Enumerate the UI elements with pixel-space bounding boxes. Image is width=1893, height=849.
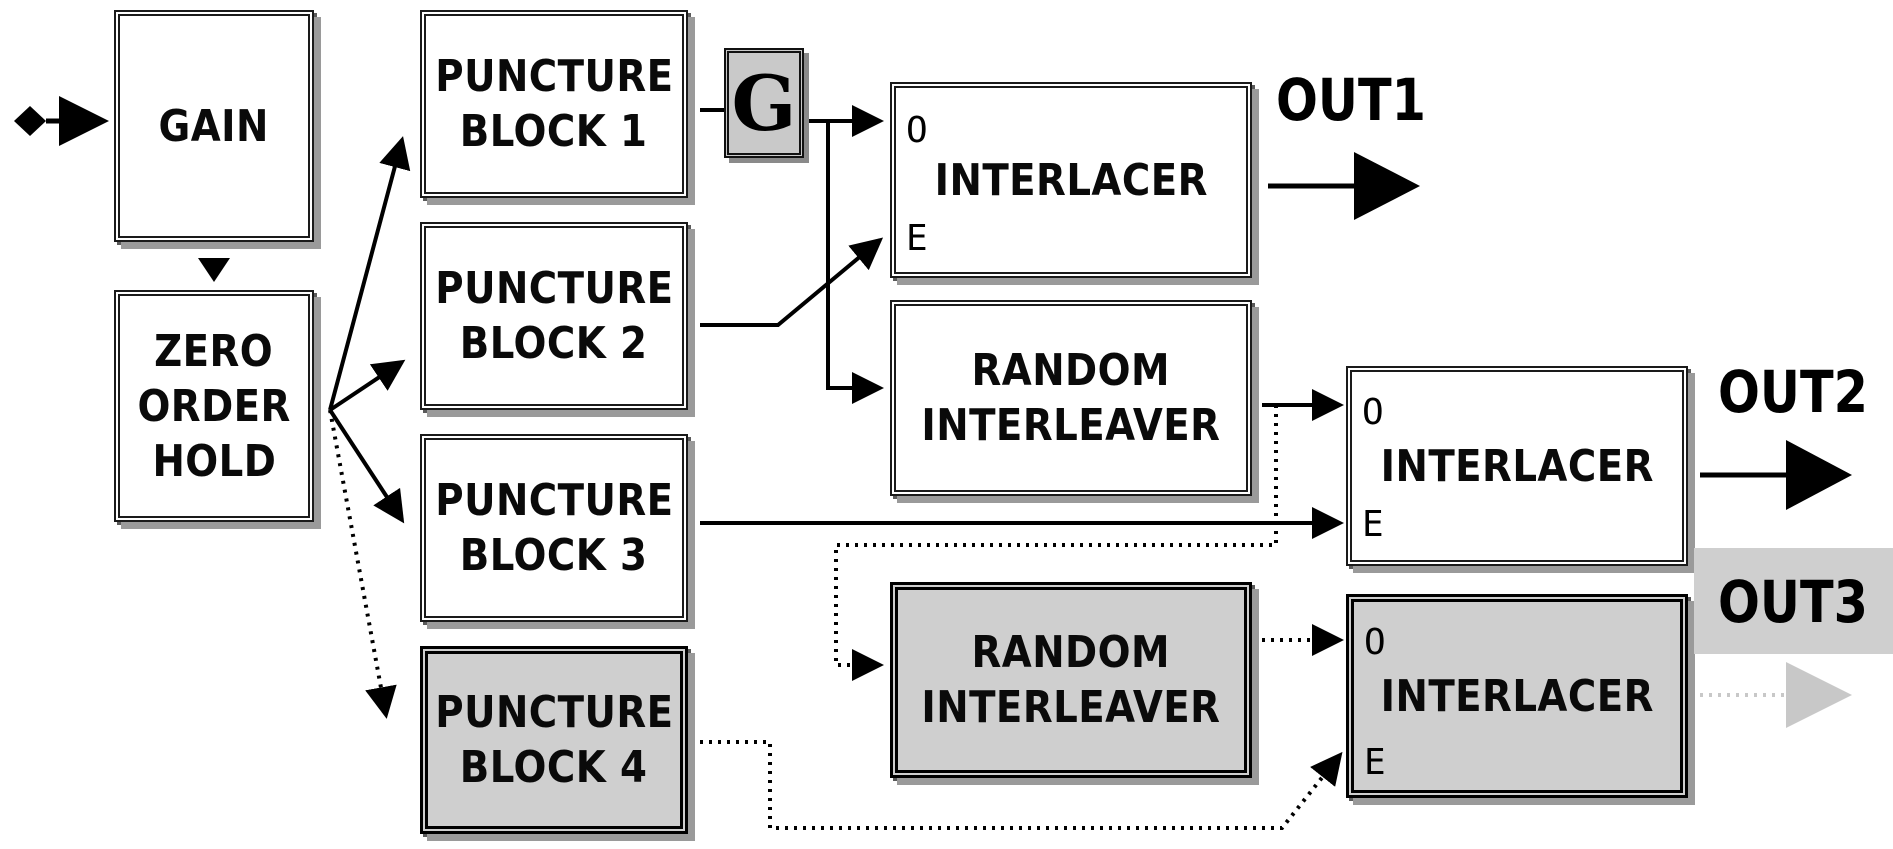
out2-label: OUT2: [1718, 358, 1868, 426]
puncture4-label-1: PUNCTURE: [434, 687, 674, 738]
puncture2-label-2: BLOCK 2: [460, 318, 648, 369]
gain-label: GAIN: [158, 100, 270, 152]
out3-arrow: [1700, 662, 1852, 728]
p2-to-interlacer1-line: [700, 237, 884, 327]
zoh-label-1: ZERO: [154, 325, 274, 377]
interlacer3-label: INTERLACER: [1380, 670, 1654, 722]
zoh-fanout: [328, 136, 411, 719]
out2-arrow: [1700, 440, 1852, 510]
g-outputs: [808, 105, 884, 404]
g-label: G: [731, 58, 797, 148]
interlacer-1: INTERLACER O E: [890, 82, 1252, 278]
interlacer3-port-even: E: [1364, 742, 1386, 783]
gain-block: GAIN: [114, 10, 314, 242]
puncture2-label-1: PUNCTURE: [434, 263, 674, 314]
puncture1-label-2: BLOCK 1: [460, 106, 648, 157]
puncture-block-3: PUNCTURE BLOCK 3: [420, 434, 688, 622]
random-interleaver-2: RANDOM INTERLEAVER: [890, 582, 1252, 778]
puncture-block-1: PUNCTURE BLOCK 1: [420, 10, 688, 198]
puncture4-label-2: BLOCK 4: [460, 742, 648, 793]
interlacer-3: INTERLACER O E: [1346, 594, 1688, 798]
g-block: G: [724, 48, 804, 158]
puncture-block-4: PUNCTURE BLOCK 4: [420, 646, 688, 834]
zoh-label-2: ORDER: [137, 380, 291, 432]
p4-to-interlacer3-dotted: [700, 740, 1343, 830]
interlacer-2: INTERLACER O E: [1346, 366, 1688, 566]
out3-label: OUT3: [1718, 568, 1868, 636]
random-interleaver-1: RANDOM INTERLEAVER: [890, 300, 1252, 496]
input-arrow: [14, 96, 109, 146]
zoh-label-3: HOLD: [152, 435, 276, 487]
puncture3-label-2: BLOCK 3: [460, 530, 648, 581]
interlacer1-port-odd: O: [906, 110, 928, 151]
ri2-label-2: INTERLEAVER: [921, 682, 1221, 733]
ri2-label-1: RANDOM: [971, 627, 1171, 678]
interlacer1-port-even: E: [906, 218, 928, 259]
interlacer3-port-odd: O: [1364, 622, 1386, 663]
gain-to-zoh-arrow: [198, 258, 230, 282]
ri1-label-2: INTERLEAVER: [921, 400, 1221, 451]
ri1-label-1: RANDOM: [971, 345, 1171, 396]
interlacer1-label: INTERLACER: [934, 154, 1208, 206]
interlacer2-port-even: E: [1362, 504, 1384, 545]
puncture-block-2: PUNCTURE BLOCK 2: [420, 222, 688, 410]
zero-order-hold-block: ZERO ORDER HOLD: [114, 290, 314, 522]
out1-label: OUT1: [1276, 66, 1426, 134]
interlacer2-label: INTERLACER: [1380, 440, 1654, 492]
puncture1-label-1: PUNCTURE: [434, 51, 674, 102]
out1-arrow: [1268, 152, 1420, 220]
interlacer2-port-odd: O: [1362, 392, 1384, 433]
puncture3-label-1: PUNCTURE: [434, 475, 674, 526]
out3-background: [1694, 548, 1893, 654]
